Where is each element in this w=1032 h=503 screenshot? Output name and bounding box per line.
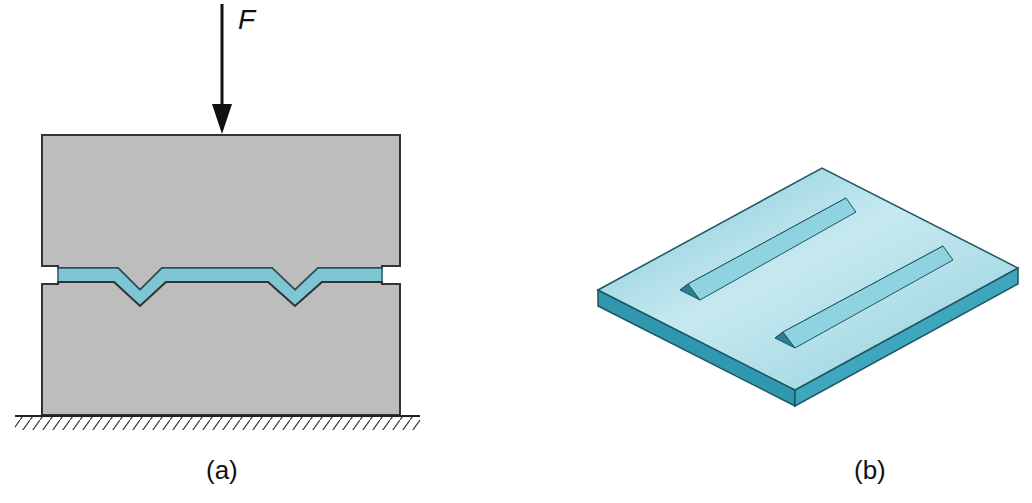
ground [15,416,420,430]
figure-label: (a) [206,457,238,483]
figure-label: (b) [854,457,886,483]
force-arrow [212,4,232,134]
lower-die [42,282,400,415]
formed-plate [598,168,1018,406]
upper-die [42,135,400,290]
force-label: F [238,6,255,34]
